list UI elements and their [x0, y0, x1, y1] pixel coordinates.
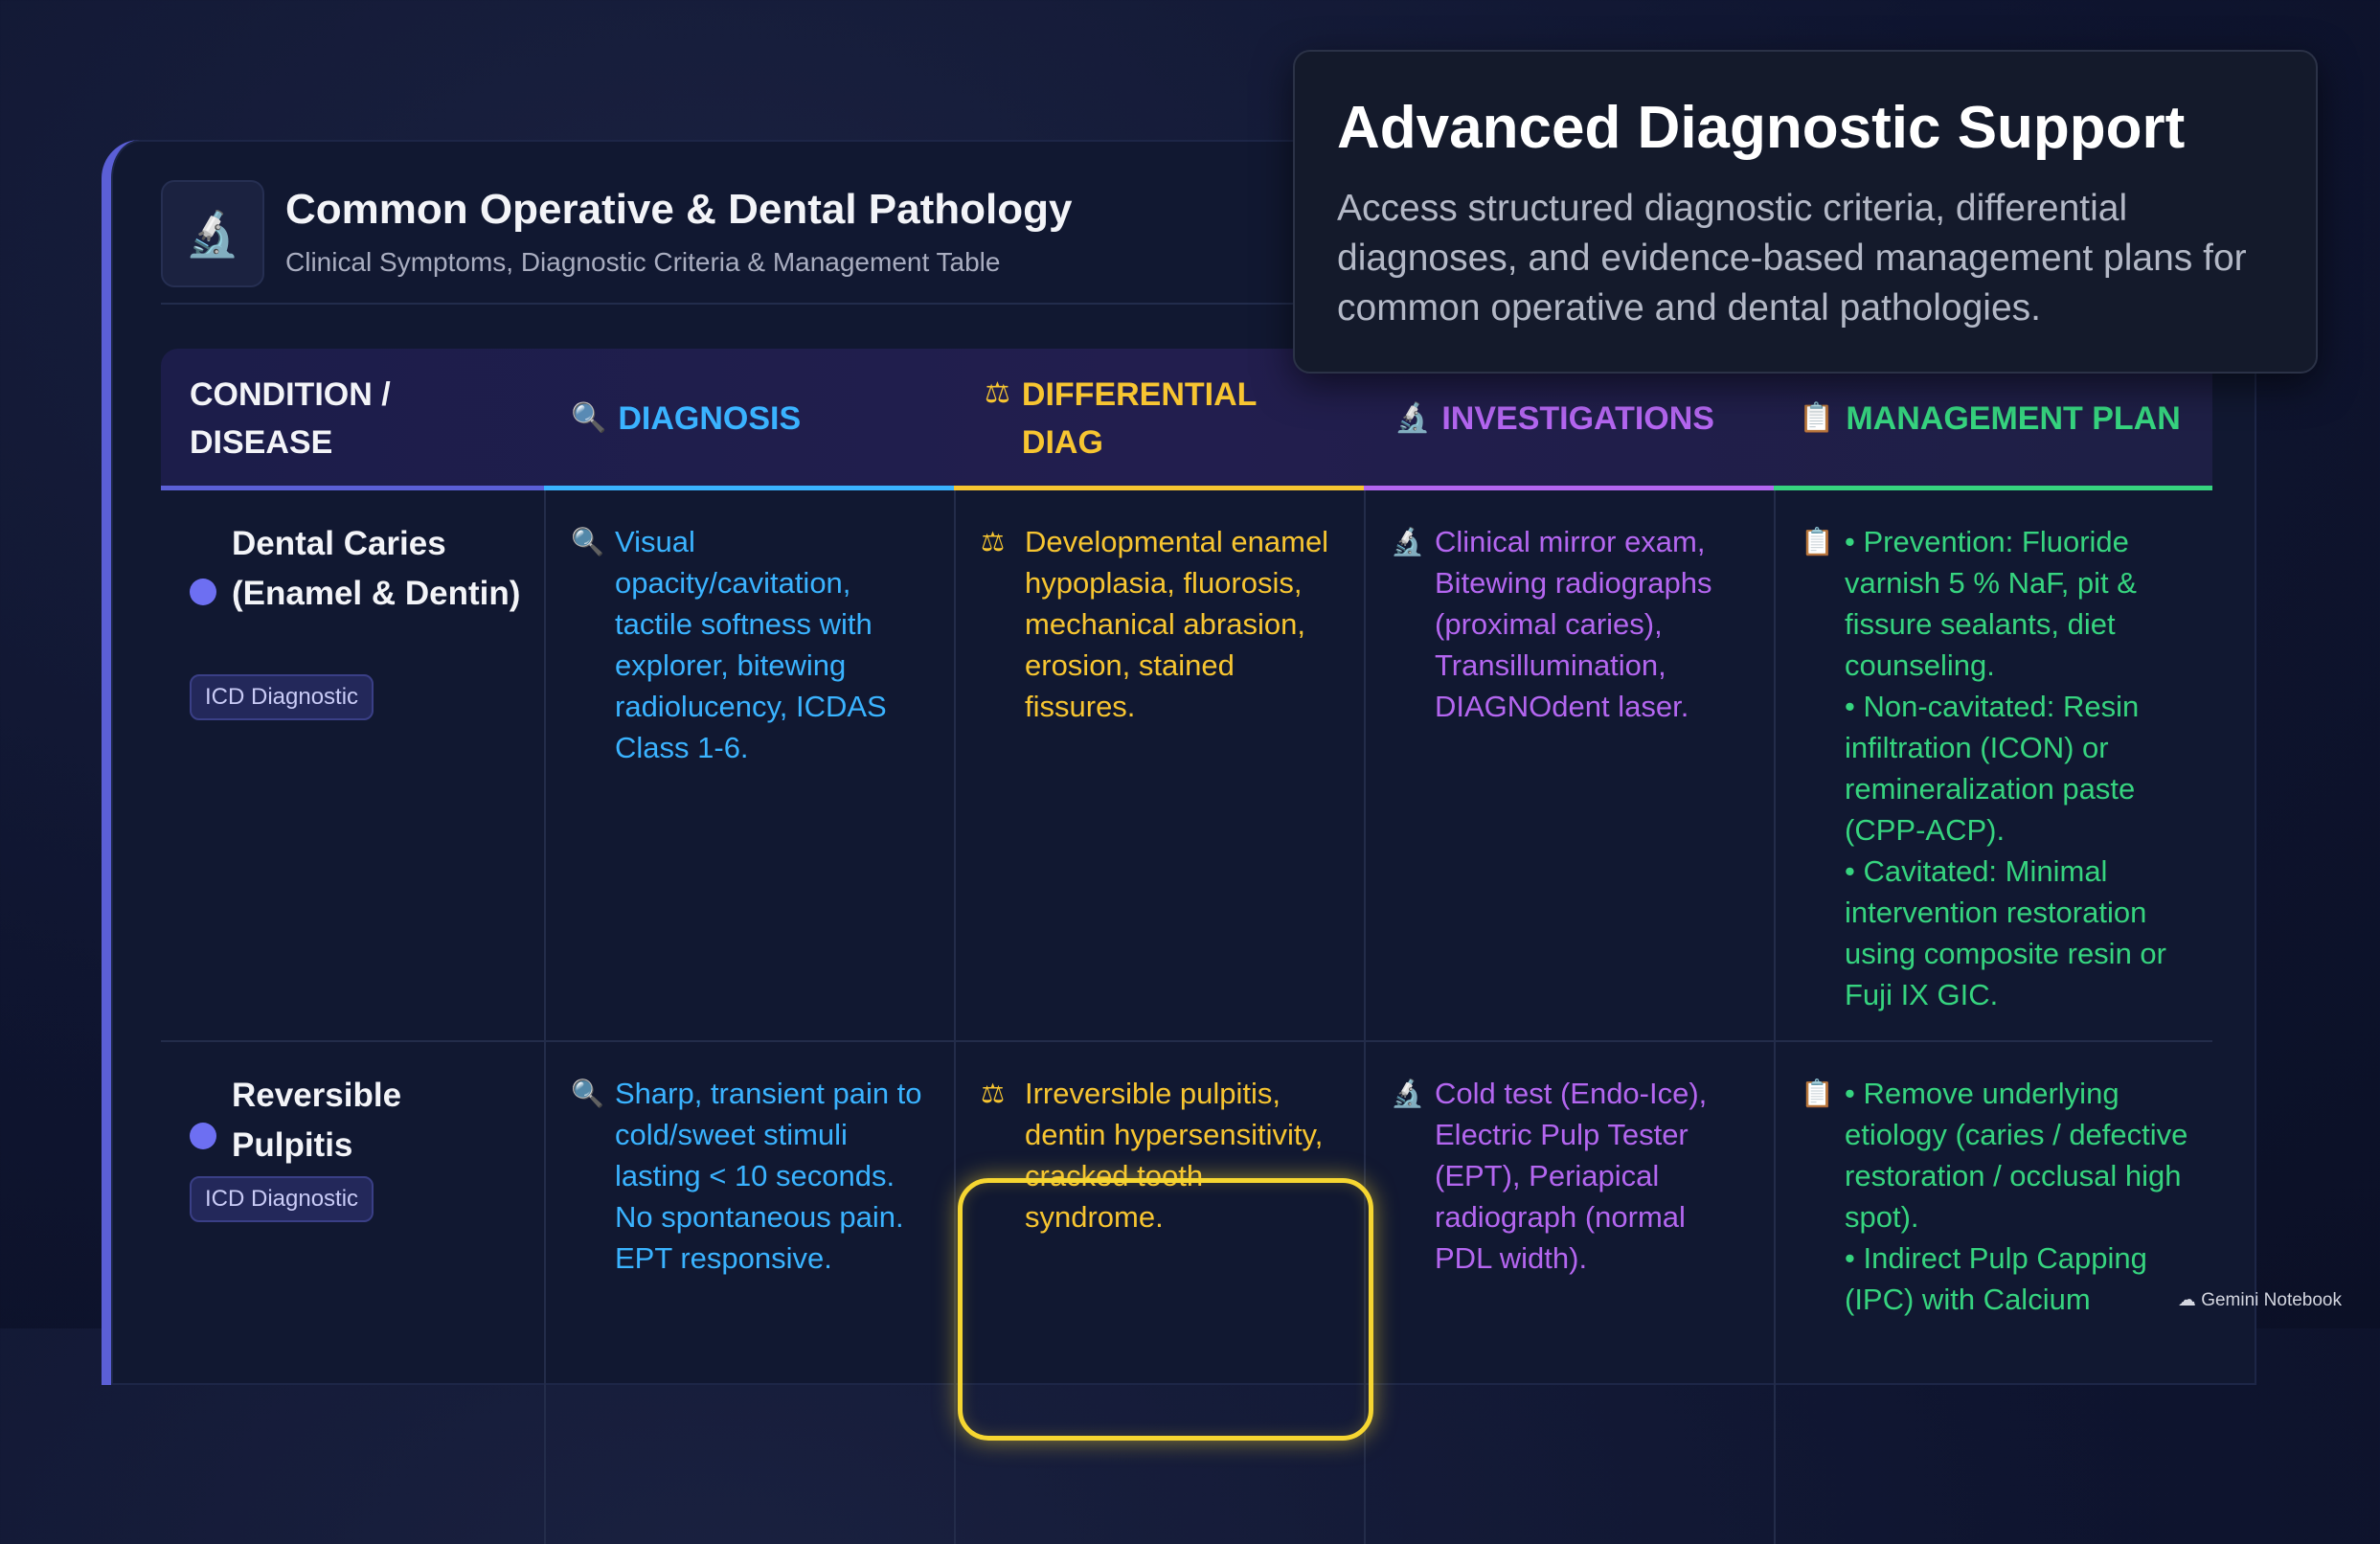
search-icon: 🔍: [571, 402, 607, 434]
header-underline-condition: [161, 486, 544, 490]
table-header: CONDITION / DISEASE 🔍 DIAGNOSIS ⚖ DIFFER…: [161, 349, 2212, 490]
condition-name: Dental Caries (Enamel & Dentin): [232, 525, 521, 612]
row-divider: [161, 1040, 2212, 1042]
row-status-dot: [190, 579, 216, 605]
management-item: • Non-cavitated: Resin infiltration (ICO…: [1845, 690, 2140, 847]
column-header-condition-label: CONDITION / DISEASE: [190, 376, 391, 461]
investigations-text: Cold test (Endo-Ice), Electric Pulp Test…: [1435, 1077, 1708, 1275]
column-header-condition[interactable]: CONDITION / DISEASE: [190, 349, 515, 488]
column-header-investigations-label: INVESTIGATIONS: [1441, 400, 1714, 437]
search-icon: 🔍: [571, 527, 604, 556]
management-cell: 📋 • Remove underlying etiology (caries /…: [1801, 1073, 2195, 1320]
card-title: Common Operative & Dental Pathology: [285, 186, 1073, 233]
search-icon: 🔍: [571, 1079, 604, 1108]
column-divider: [1774, 490, 1776, 1544]
scale-icon: ⚖: [981, 1079, 1006, 1108]
watermark: ☁ Gemini Notebook: [2178, 1289, 2342, 1311]
column-header-differential-label: DIFFERENTIAL DIAG: [1021, 376, 1257, 461]
scale-icon: ⚖: [985, 377, 1010, 409]
differential-text: Irreversible pulpitis, dentin hypersensi…: [1025, 1077, 1324, 1234]
popup-title: Advanced Diagnostic Support: [1337, 95, 2186, 161]
clipboard-icon: 📋: [1799, 402, 1835, 434]
microscope-icon: 🔬: [1391, 527, 1424, 556]
clipboard-icon: 📋: [1801, 1079, 1834, 1108]
header-underline-differential: [954, 486, 1364, 490]
differential-cell: ⚖ Developmental enamel hypoplasia, fluor…: [981, 521, 1345, 727]
column-header-differential[interactable]: ⚖ DIFFERENTIAL DIAG: [985, 349, 1272, 488]
column-divider: [1364, 490, 1366, 1544]
column-divider: [544, 490, 546, 1544]
header-underline-management: [1774, 486, 2212, 490]
icd-diagnostic-badge[interactable]: ICD Diagnostic: [190, 674, 374, 720]
card-header: 🔬 Common Operative & Dental Pathology Cl…: [161, 180, 2218, 305]
differential-cell: ⚖ Irreversible pulpitis, dentin hypersen…: [981, 1073, 1335, 1237]
microscope-icon: 🔬: [1391, 1079, 1424, 1108]
column-header-diagnosis-label: DIAGNOSIS: [618, 400, 802, 437]
management-item: • Indirect Pulp Capping (IPC) with Calci…: [1845, 1241, 2147, 1316]
header-underline-diagnosis: [544, 486, 954, 490]
icd-diagnostic-badge[interactable]: ICD Diagnostic: [190, 1176, 374, 1222]
column-header-investigations[interactable]: 🔬 INVESTIGATIONS: [1394, 349, 1758, 488]
notebook-icon: ☁: [2177, 1290, 2196, 1310]
row-status-dot: [190, 1123, 216, 1149]
management-cell: 📋 • Prevention: Fluoride varnish 5 % NaF…: [1801, 521, 2195, 1015]
diagnosis-cell: 🔍 Visual opacity/cavitation, tactile sof…: [571, 521, 916, 768]
microscope-icon: 🔬: [1394, 402, 1431, 434]
column-header-management[interactable]: 📋 MANAGEMENT PLAN: [1799, 349, 2201, 488]
microscope-icon: 🔬: [161, 180, 264, 287]
popup-body: Access structured diagnostic criteria, d…: [1337, 188, 2247, 329]
differential-text: Developmental enamel hypoplasia, fluoros…: [1025, 525, 1329, 723]
investigations-cell: 🔬 Clinical mirror exam, Bitewing radiogr…: [1391, 521, 1755, 727]
investigations-text: Clinical mirror exam, Bitewing radiograp…: [1435, 525, 1712, 723]
watermark-label: Gemini Notebook: [2201, 1290, 2342, 1310]
condition-name: Reversible Pulpitis: [232, 1077, 402, 1164]
management-item: • Remove underlying etiology (caries / d…: [1845, 1077, 2188, 1234]
diagnosis-text: Sharp, transient pain to cold/sweet stim…: [615, 1077, 922, 1275]
clipboard-icon: 📋: [1801, 527, 1834, 556]
header-underline-investigations: [1364, 486, 1774, 490]
column-header-management-label: MANAGEMENT PLAN: [1846, 400, 2181, 437]
diagnosis-text: Visual opacity/cavitation, tactile softn…: [615, 525, 887, 764]
management-item: • Cavitated: Minimal intervention restor…: [1845, 854, 2166, 1011]
scale-icon: ⚖: [981, 527, 1006, 556]
card-subtitle: Clinical Symptoms, Diagnostic Criteria &…: [285, 247, 1001, 277]
column-header-diagnosis[interactable]: 🔍 DIAGNOSIS: [571, 349, 935, 488]
investigations-cell: 🔬 Cold test (Endo-Ice), Electric Pulp Te…: [1391, 1073, 1745, 1279]
diagnosis-cell: 🔍 Sharp, transient pain to cold/sweet st…: [571, 1073, 933, 1279]
column-divider: [954, 490, 956, 1544]
info-popup: Advanced Diagnostic Support Access struc…: [1293, 50, 2318, 374]
highlighted-cell-outline: [958, 1178, 1373, 1441]
management-list: • Prevention: Fluoride varnish 5 % NaF, …: [1801, 521, 2195, 1015]
management-list: • Remove underlying etiology (caries / d…: [1801, 1073, 2195, 1320]
management-item: • Prevention: Fluoride varnish 5 % NaF, …: [1845, 525, 2137, 682]
